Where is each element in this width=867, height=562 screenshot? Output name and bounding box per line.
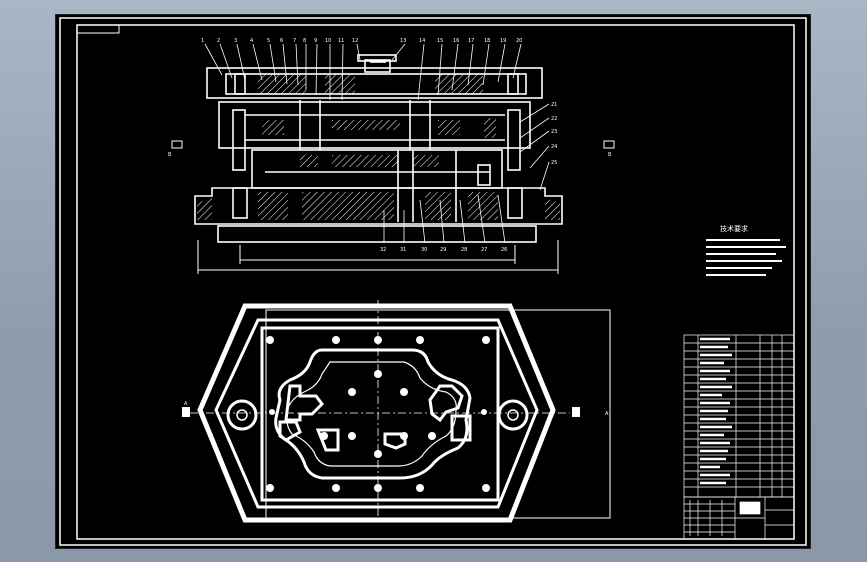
svg-text:32: 32	[380, 247, 386, 253]
svg-text:7: 7	[293, 38, 296, 44]
svg-text:8: 8	[303, 38, 306, 44]
outer-border	[59, 17, 807, 546]
svg-text:5: 5	[267, 38, 270, 44]
section-marker-right: B	[608, 152, 612, 158]
title-block	[683, 496, 795, 540]
svg-text:22: 22	[551, 116, 557, 122]
svg-text:30: 30	[421, 247, 427, 253]
svg-text:6: 6	[280, 38, 283, 44]
plan-marker-right: A	[605, 411, 609, 417]
svg-text:17: 17	[468, 38, 474, 44]
svg-text:23: 23	[551, 129, 557, 135]
svg-text:28: 28	[461, 247, 467, 253]
plan-marker-left: A	[184, 401, 188, 407]
svg-text:25: 25	[551, 160, 557, 166]
section-view	[194, 54, 563, 274]
leader-lines	[204, 43, 550, 244]
svg-text:21: 21	[551, 102, 557, 108]
parts-list-entries	[700, 337, 732, 485]
svg-text:19: 19	[500, 38, 506, 44]
svg-text:20: 20	[516, 38, 522, 44]
svg-text:12: 12	[352, 38, 358, 44]
inner-border	[76, 24, 795, 540]
svg-text:24: 24	[551, 144, 557, 150]
section-marker-box-right	[603, 140, 615, 149]
plan-marker-box-left	[182, 407, 190, 417]
svg-text:29: 29	[440, 247, 446, 253]
svg-text:27: 27	[481, 247, 487, 253]
part-numbers-top: 1 2 3 4 5 6 7 8 9 10 11 12 13 14 15 16 1…	[201, 38, 522, 44]
parts-list-table	[683, 334, 795, 498]
section-marker-left: B	[168, 152, 172, 158]
part-numbers-bottom: 32 31 30 29 28 27 26	[380, 247, 507, 253]
title-tag-box	[76, 24, 120, 34]
svg-text:26: 26	[501, 247, 507, 253]
plan-marker-box-right	[572, 407, 580, 417]
svg-text:2: 2	[217, 38, 220, 44]
tech-requirements-title: 技术要求	[720, 224, 748, 233]
svg-text:14: 14	[419, 38, 425, 44]
plan-view	[190, 300, 611, 523]
svg-text:16: 16	[453, 38, 459, 44]
svg-text:11: 11	[338, 38, 344, 44]
svg-text:15: 15	[437, 38, 443, 44]
plan-holes	[266, 336, 490, 492]
section-marker-box-left	[171, 140, 183, 149]
svg-text:1: 1	[201, 38, 204, 44]
svg-text:31: 31	[400, 247, 406, 253]
svg-text:4: 4	[250, 38, 253, 44]
part-numbers-right: 21 22 23 24 25	[551, 102, 557, 166]
drawing-sheet	[55, 14, 811, 549]
svg-text:10: 10	[325, 38, 331, 44]
svg-text:9: 9	[314, 38, 317, 44]
svg-text:13: 13	[400, 38, 406, 44]
svg-text:18: 18	[484, 38, 490, 44]
tech-requirements-lines	[706, 239, 786, 276]
svg-text:3: 3	[234, 38, 237, 44]
